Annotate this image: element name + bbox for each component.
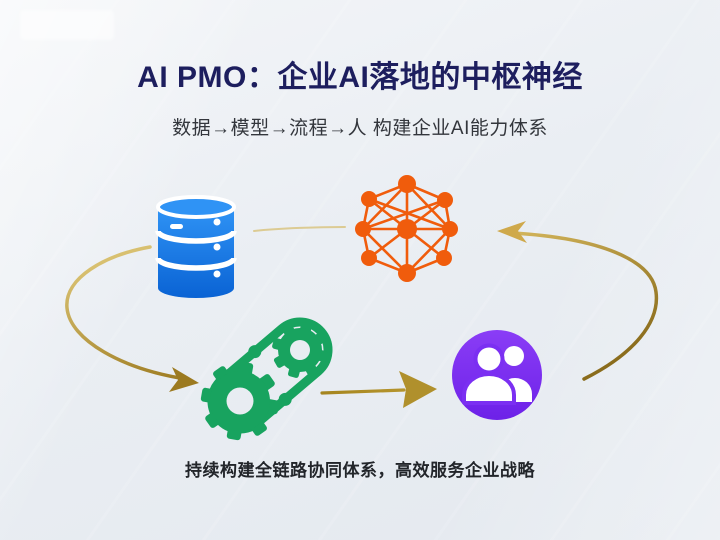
gears-icon xyxy=(200,317,333,441)
neural-network-icon xyxy=(355,175,458,282)
arrowhead xyxy=(169,367,199,392)
database-icon xyxy=(155,195,237,298)
arrow-process-to-people xyxy=(320,371,437,408)
arrow-data-to-model xyxy=(253,226,346,232)
people-icon xyxy=(452,330,542,420)
footer-text: 持续构建全链路协同体系，高效服务企业战略 xyxy=(185,461,535,480)
arrow-people-to-model xyxy=(497,221,659,381)
arrowhead xyxy=(399,371,437,408)
watermark xyxy=(20,10,114,40)
page-subtitle: 数据→模型→流程→人 构建企业AI能力体系 xyxy=(172,118,548,139)
arrow-data-to-process xyxy=(65,245,199,392)
arrowhead xyxy=(497,221,527,243)
page-title: AI PMO：企业AI落地的中枢神经 xyxy=(137,61,583,94)
